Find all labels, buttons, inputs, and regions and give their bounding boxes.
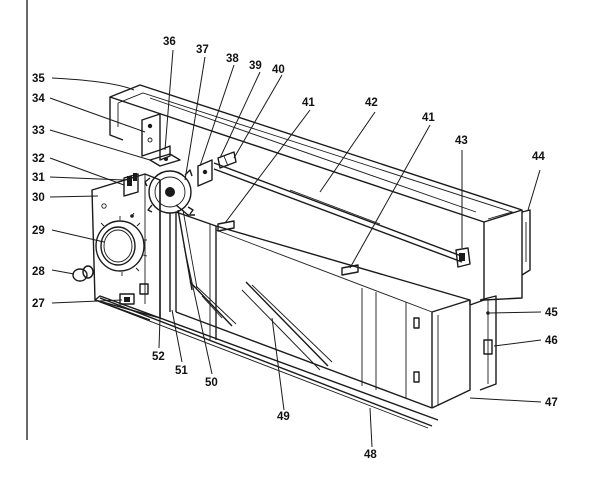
callout-labels: 35 34 33 32 31 30 29 28 27 36 37 38 39 4… <box>32 36 558 461</box>
callout-49: 49 <box>277 411 290 423</box>
callout-36: 36 <box>163 36 176 48</box>
gear-assembly <box>123 153 198 318</box>
callout-46: 46 <box>545 335 558 347</box>
callout-27: 27 <box>32 298 45 310</box>
callout-48: 48 <box>364 449 377 461</box>
base-tray <box>175 211 497 409</box>
callout-42: 42 <box>365 97 378 109</box>
callout-47: 47 <box>545 397 558 409</box>
callout-35: 35 <box>32 73 45 85</box>
callout-43: 43 <box>455 135 468 147</box>
control-panel <box>72 173 439 429</box>
callout-37: 37 <box>196 44 209 56</box>
leader-lines <box>49 49 542 448</box>
callout-45: 45 <box>545 307 558 319</box>
blade-assembly <box>189 281 333 371</box>
callout-32: 32 <box>32 153 45 165</box>
callout-33: 33 <box>32 125 45 137</box>
callout-30: 30 <box>32 192 45 204</box>
callout-50: 50 <box>205 377 218 389</box>
callout-28: 28 <box>32 266 45 278</box>
callout-38: 38 <box>226 53 239 65</box>
callout-41-right: 41 <box>422 112 435 124</box>
callout-51: 51 <box>175 365 188 377</box>
callout-40: 40 <box>272 64 285 76</box>
callout-39: 39 <box>249 60 262 72</box>
callout-29: 29 <box>32 225 45 237</box>
rod-assembly <box>159 145 471 268</box>
callout-41-left: 41 <box>302 97 315 109</box>
callout-34: 34 <box>32 93 45 105</box>
callout-52: 52 <box>152 351 165 363</box>
callout-44: 44 <box>532 151 545 163</box>
callout-31: 31 <box>32 172 45 184</box>
